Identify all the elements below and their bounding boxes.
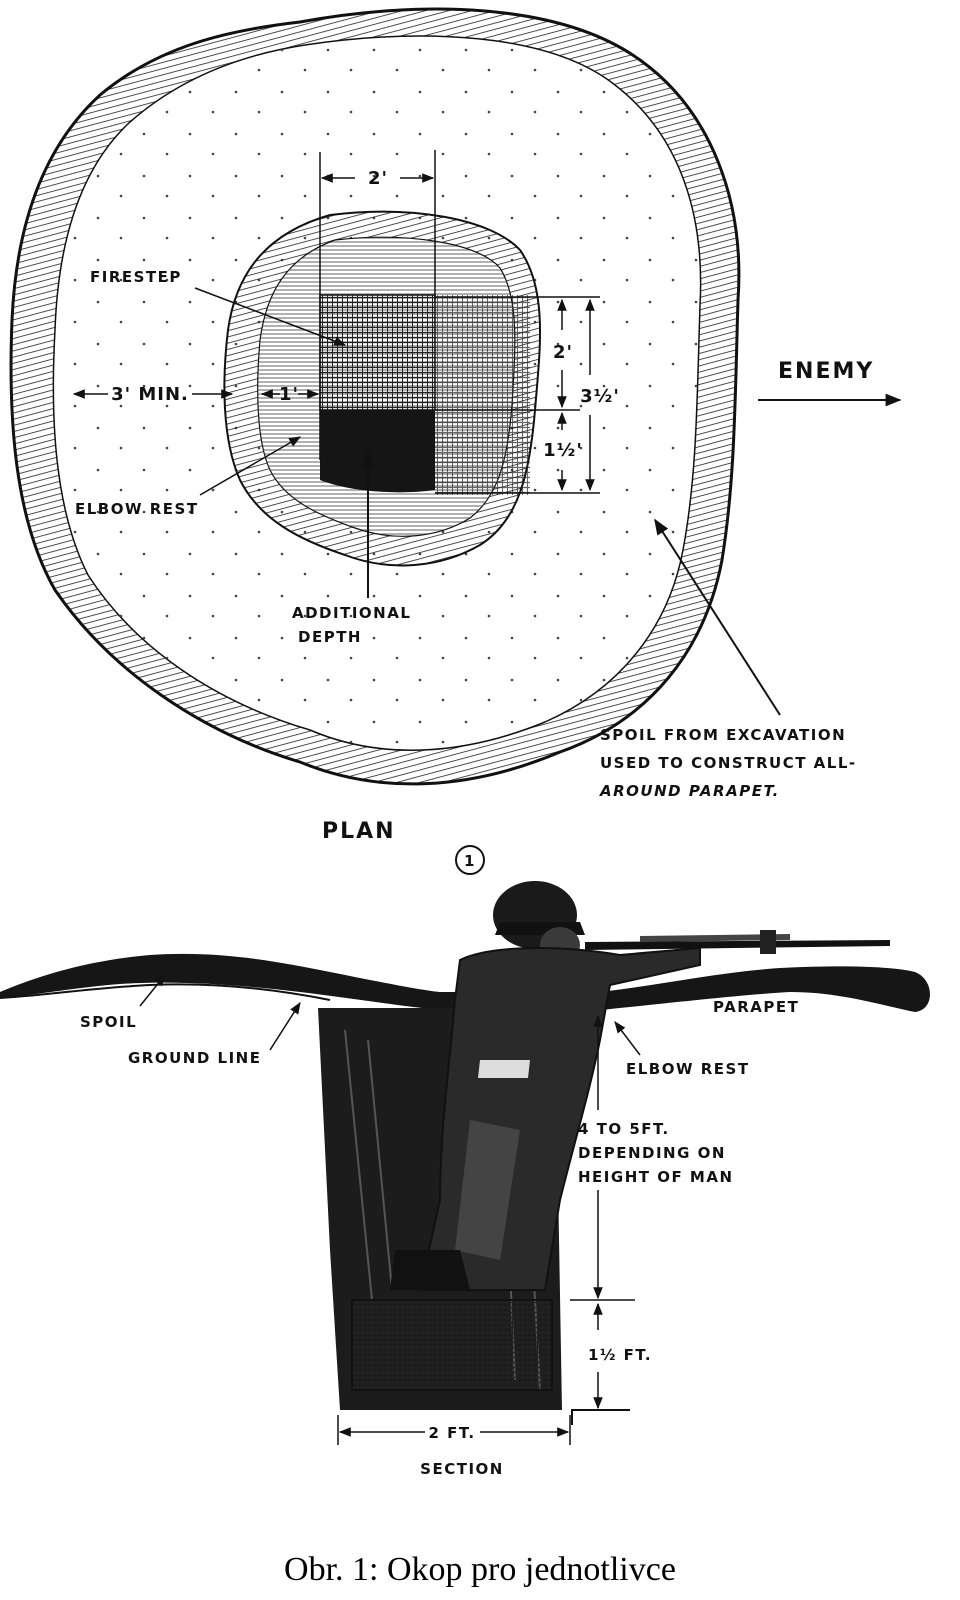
depth-line3: HEIGHT OF MAN [578,1168,734,1186]
depth-line2: DEPENDING ON [578,1144,726,1162]
additional-depth-line2: DEPTH [298,628,362,646]
section-firestep [351,1299,553,1391]
additional-depth-line1: ADDITIONAL [292,604,411,622]
additional-depth-area [320,410,435,493]
enemy-label: ENEMY [778,359,874,384]
spoil-note-line2: USED TO CONSTRUCT ALL- [600,754,857,772]
section-spoil-label: SPOIL [80,1013,137,1031]
ground-line-label: GROUND LINE [128,1049,261,1067]
depth-line1: 4 TO 5FT. [578,1120,670,1138]
ground-line [0,983,331,1001]
spoil-note-line3: AROUND PARAPET. [599,782,780,800]
section-width-label: 2 FT. [428,1424,475,1442]
firestep-label: FIRESTEP [90,268,182,286]
three-and-half-label: 3½' [580,386,620,407]
two-foot-label: 2' [553,342,573,363]
elbow-rest-label: ELBOW REST [75,500,199,518]
section-label: SECTION [420,1460,504,1478]
rifle [585,930,890,954]
section-elbow-rest-label: ELBOW REST [626,1060,750,1078]
figure-number-circle [455,845,485,875]
min-width-label: 3' MIN. [111,384,189,405]
spoil-mound [0,953,930,1012]
figure-caption: Obr. 1: Okop pro jednotlivce [284,1551,676,1588]
plan-width-label: 2' [368,168,388,189]
step-height-label: 1½ FT. [588,1346,652,1364]
spoil-note-line1: SPOIL FROM EXCAVATION [600,726,846,744]
figure-number: 1 [464,852,476,870]
soldier-figure [390,881,701,1291]
one-foot-label: 1' [279,384,299,405]
section-view: SPOIL GROUND LINE PARAPET ELBOW REST 4 T… [0,881,930,1478]
plan-label: PLAN [322,819,396,844]
one-and-half-label: 1½' [543,440,583,461]
firestep-area [319,294,436,411]
plan-view: 2' 2' 1½' 3½' 3' MIN. 1' FIRESTEP ELBOW … [9,7,902,875]
parapet-label: PARAPET [713,998,799,1016]
